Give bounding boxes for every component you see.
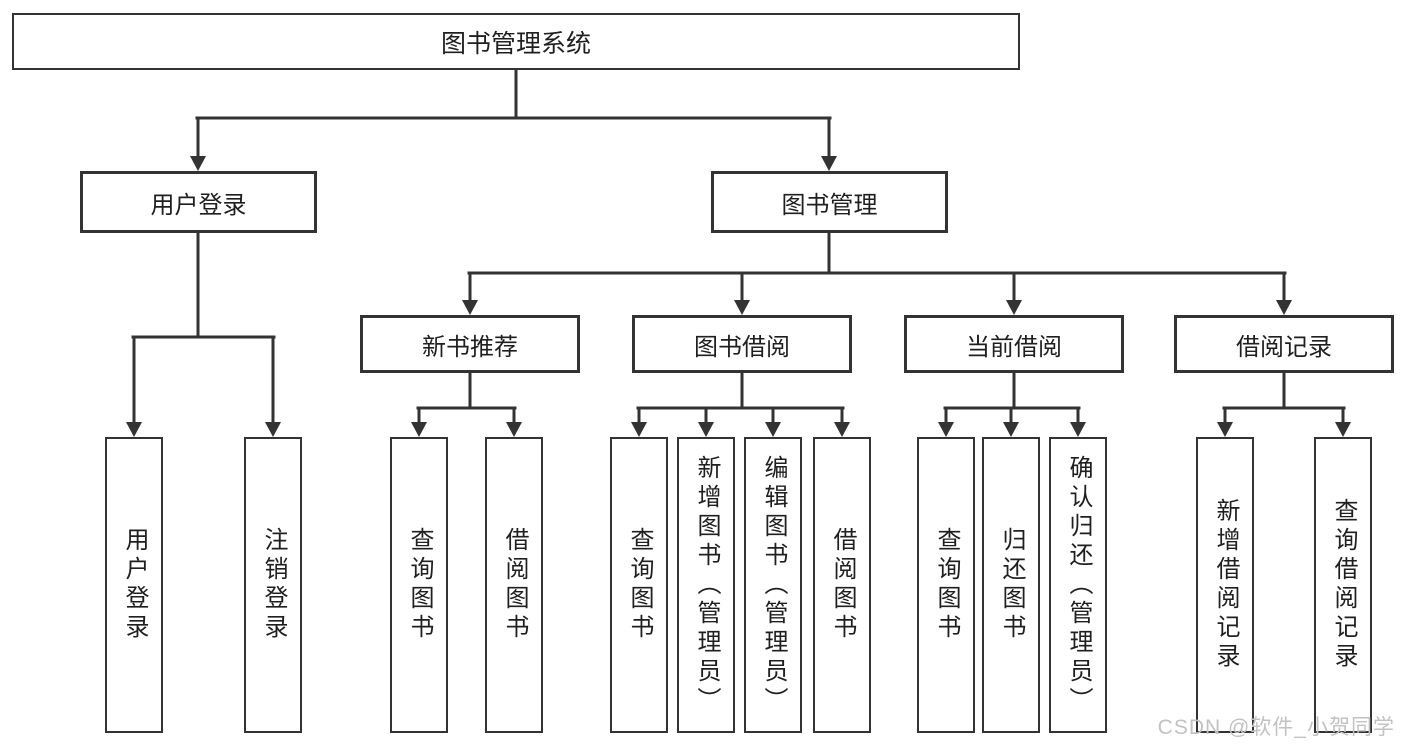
connector-new-book-arrowheads xyxy=(411,422,522,437)
connector-user-login-arrowheads xyxy=(126,422,281,437)
connector-new-book-to-leaves xyxy=(416,371,517,425)
arrow-down-icon xyxy=(1276,300,1292,315)
node-leaf-br-add-record: 新增借阅记录 xyxy=(1196,437,1254,733)
arrow-down-icon xyxy=(265,422,281,437)
node-leaf-cb-confirm-return-admin: 确认归还（管理员） xyxy=(1049,437,1107,733)
connector-book-mgmt-to-level3 xyxy=(467,231,1287,303)
node-leaf-br-query-record: 查询借阅记录 xyxy=(1314,437,1372,733)
arrow-down-icon xyxy=(1003,422,1019,437)
connector-book-borrow-to-leaves xyxy=(636,371,845,425)
arrow-down-icon xyxy=(1070,422,1086,437)
node-root: 图书管理系统 xyxy=(12,13,1020,70)
connector-root-to-level2 xyxy=(195,68,832,159)
arrow-down-icon xyxy=(462,300,478,315)
arrow-down-icon xyxy=(765,422,781,437)
arrow-down-icon xyxy=(411,422,427,437)
node-current-borrow: 当前借阅 xyxy=(904,315,1124,373)
node-leaf-cb-return-book: 归还图书 xyxy=(982,437,1040,733)
connector-root-arrowheads xyxy=(190,156,837,171)
node-new-book-rec: 新书推荐 xyxy=(360,315,580,373)
arrow-down-icon xyxy=(506,422,522,437)
node-leaf-bb-query-book: 查询图书 xyxy=(610,437,668,733)
arrow-down-icon xyxy=(126,422,142,437)
connector-borrow-record-arrowheads xyxy=(1217,422,1351,437)
connector-book-borrow-arrowheads xyxy=(631,422,850,437)
node-leaf-bb-borrow-book: 借阅图书 xyxy=(813,437,871,733)
node-leaf-user-login: 用户登录 xyxy=(105,437,163,733)
watermark: CSDN @软件_小贺同学 xyxy=(1157,716,1395,739)
node-user-login-group: 用户登录 xyxy=(80,171,317,233)
node-leaf-bb-add-book-admin: 新增图书（管理员） xyxy=(677,437,735,733)
connector-borrow-record-to-leaves xyxy=(1222,371,1346,425)
node-leaf-nb-borrow-book: 借阅图书 xyxy=(485,437,543,733)
arrow-down-icon xyxy=(631,422,647,437)
arrow-down-icon xyxy=(190,156,206,171)
node-book-borrow: 图书借阅 xyxy=(632,315,852,373)
node-borrow-record: 借阅记录 xyxy=(1174,315,1394,373)
connector-user-login-to-leaves xyxy=(131,231,276,425)
arrow-down-icon xyxy=(1335,422,1351,437)
node-leaf-logout: 注销登录 xyxy=(244,437,302,733)
arrow-down-icon xyxy=(1217,422,1233,437)
arrow-down-icon xyxy=(938,422,954,437)
connector-current-borrow-arrowheads xyxy=(938,422,1086,437)
arrow-down-icon xyxy=(821,156,837,171)
connector-book-mgmt-arrowheads xyxy=(462,300,1292,315)
connector-current-borrow-to-leaves xyxy=(943,371,1081,425)
node-book-mgmt-group: 图书管理 xyxy=(711,171,948,233)
arrow-down-icon xyxy=(834,422,850,437)
node-leaf-cb-query-book: 查询图书 xyxy=(917,437,975,733)
arrow-down-icon xyxy=(1006,300,1022,315)
node-leaf-nb-query-book: 查询图书 xyxy=(390,437,448,733)
arrow-down-icon xyxy=(734,300,750,315)
node-leaf-bb-edit-book-admin: 编辑图书（管理员） xyxy=(744,437,802,733)
arrow-down-icon xyxy=(698,422,714,437)
